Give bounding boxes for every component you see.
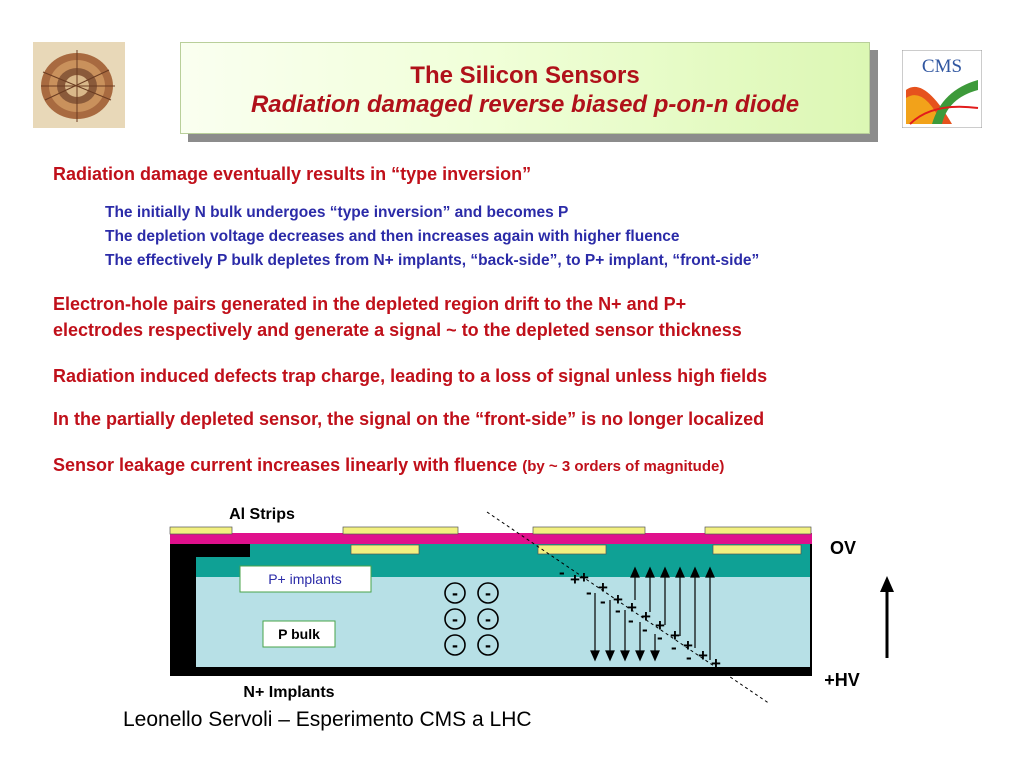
p-implants-label: P+ implants [268, 571, 342, 587]
slide-title: The Silicon Sensors [410, 62, 640, 89]
al-strip [704, 526, 812, 535]
implant-strip [537, 544, 607, 555]
svg-text:-: - [686, 648, 692, 667]
cms-logo: CMS [902, 50, 982, 128]
particle-track [486, 511, 771, 705]
bullet-leakage-main: Sensor leakage current increases linearl… [53, 455, 518, 475]
svg-text:-: - [586, 583, 592, 602]
trapped-minus: - [485, 635, 491, 655]
bullet-leakage: Sensor leakage current increases linearl… [53, 452, 724, 480]
p-bulk-label-box [262, 620, 336, 648]
trapped-minus: - [452, 635, 458, 655]
title-box: The Silicon Sensors Radiation damaged re… [180, 42, 870, 134]
svg-text:+: + [670, 626, 680, 645]
field-arrow-head [880, 576, 894, 592]
implant-strip [350, 544, 420, 555]
electron-drift-arrows [590, 593, 660, 662]
trapped-minus: - [452, 583, 458, 603]
p-bulk-label: P bulk [278, 626, 320, 642]
bullet-front-side: In the partially depleted sensor, the si… [53, 409, 765, 429]
sub-bullet-2: The depletion voltage decreases and then… [105, 228, 680, 245]
al-strip [169, 526, 233, 535]
svg-text:-: - [559, 563, 565, 582]
hole-drift-arrows [630, 566, 715, 660]
svg-text:-: - [615, 601, 621, 620]
sub-bullet-1: The initially N bulk undergoes “type inv… [105, 204, 569, 221]
svg-text:-: - [600, 592, 606, 611]
svg-text:+: + [613, 590, 623, 609]
trapped-minus: - [452, 609, 458, 629]
svg-text:+: + [698, 646, 708, 665]
n-implants-label: N+ Implants [243, 684, 334, 701]
bullet-electron-hole-1: Electron-hole pairs generated in the dep… [53, 294, 687, 314]
svg-text:-: - [671, 638, 677, 657]
p-implants-label-box [239, 565, 372, 593]
charge-pairs: -+ + -+ -+ -+ -+ -+ -+ -+ -+ + [559, 563, 721, 673]
svg-text:+: + [570, 570, 580, 589]
implant-strip [712, 544, 802, 555]
svg-text:+: + [598, 578, 608, 597]
oxide-layer [170, 533, 812, 544]
al-strip [532, 526, 646, 535]
svg-text:-: - [628, 611, 634, 630]
svg-text:+: + [711, 654, 721, 673]
ov-label: OV [830, 538, 856, 558]
slide-subtitle: Radiation damaged reverse biased p-on-n … [250, 91, 800, 118]
bullet-type-inversion: Radiation damage eventually results in “… [53, 164, 532, 184]
trapped-minus: - [485, 583, 491, 603]
trapped-minus: - [485, 609, 491, 629]
svg-text:+: + [579, 568, 589, 587]
bullet-leakage-note: (by ~ 3 orders of magnitude) [522, 458, 725, 475]
svg-text:+: + [683, 636, 693, 655]
trapped-charges [444, 582, 499, 656]
svg-text:+: + [655, 616, 665, 635]
svg-text:+: + [641, 607, 651, 626]
svg-text:+: + [627, 598, 637, 617]
bullet-trap-charge: Radiation induced defects trap charge, l… [53, 366, 768, 386]
al-strip [342, 526, 459, 535]
hv-label: +HV [824, 670, 860, 690]
al-strips-label: Al Strips [229, 506, 295, 523]
svg-text:-: - [657, 628, 663, 647]
detector-photo-logo [33, 42, 125, 128]
bullet-electron-hole-2: electrodes respectively and generate a s… [53, 320, 742, 340]
sub-bullet-3: The effectively P bulk depletes from N+ … [105, 252, 760, 269]
footer-author: Leonello Servoli – Esperimento CMS a LHC [123, 708, 532, 731]
svg-text:-: - [642, 620, 648, 639]
cms-logo-text: CMS [922, 56, 962, 77]
